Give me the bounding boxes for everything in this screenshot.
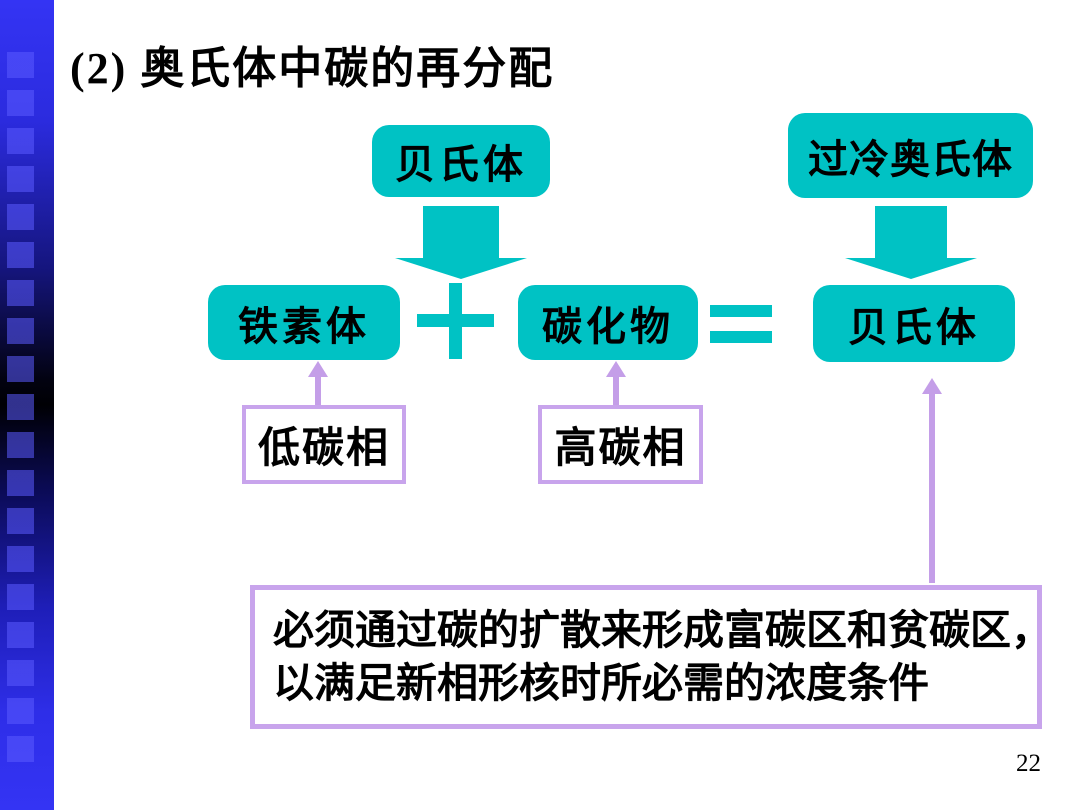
equals-operator-icon bbox=[710, 305, 772, 317]
label-high-carbon-phase: 高碳相 bbox=[538, 405, 703, 484]
plus-operator-icon bbox=[449, 283, 462, 359]
note-line-2: 以满足新相形核时所必需的浓度条件 bbox=[273, 660, 929, 706]
note-line-1: 必须通过碳的扩散来形成富碳区和贫碳区， bbox=[273, 606, 1052, 653]
down-arrow-stem bbox=[875, 206, 947, 259]
up-arrow-tip bbox=[922, 378, 942, 394]
box-carbide: 碳化物 bbox=[518, 285, 698, 360]
page-number: 22 bbox=[1016, 750, 1041, 777]
down-arrow-head bbox=[845, 258, 977, 279]
box-supercooled-austenite: 过冷奥氏体 bbox=[788, 113, 1033, 198]
up-arrow-tip bbox=[606, 361, 626, 377]
box-bainite-top: 贝氏体 bbox=[372, 125, 550, 197]
sidebar-film-strip bbox=[7, 52, 34, 764]
up-arrow-tip bbox=[308, 361, 328, 377]
page-title: (2) 奥氏体中碳的再分配 bbox=[70, 44, 555, 93]
up-arrow-line bbox=[613, 374, 619, 405]
up-arrow-line bbox=[929, 392, 935, 583]
box-ferrite: 铁素体 bbox=[208, 285, 400, 360]
note-box: 必须通过碳的扩散来形成富碳区和贫碳区， 以满足新相形核时所必需的浓度条件 bbox=[250, 585, 1052, 729]
equals-operator-icon bbox=[710, 331, 772, 343]
label-low-carbon-phase: 低碳相 bbox=[242, 405, 406, 484]
box-bainite-result: 贝氏体 bbox=[813, 285, 1015, 362]
sidebar-decoration bbox=[0, 0, 54, 810]
down-arrow-stem bbox=[423, 206, 499, 259]
up-arrow-line bbox=[315, 374, 321, 405]
down-arrow-head bbox=[395, 258, 527, 279]
